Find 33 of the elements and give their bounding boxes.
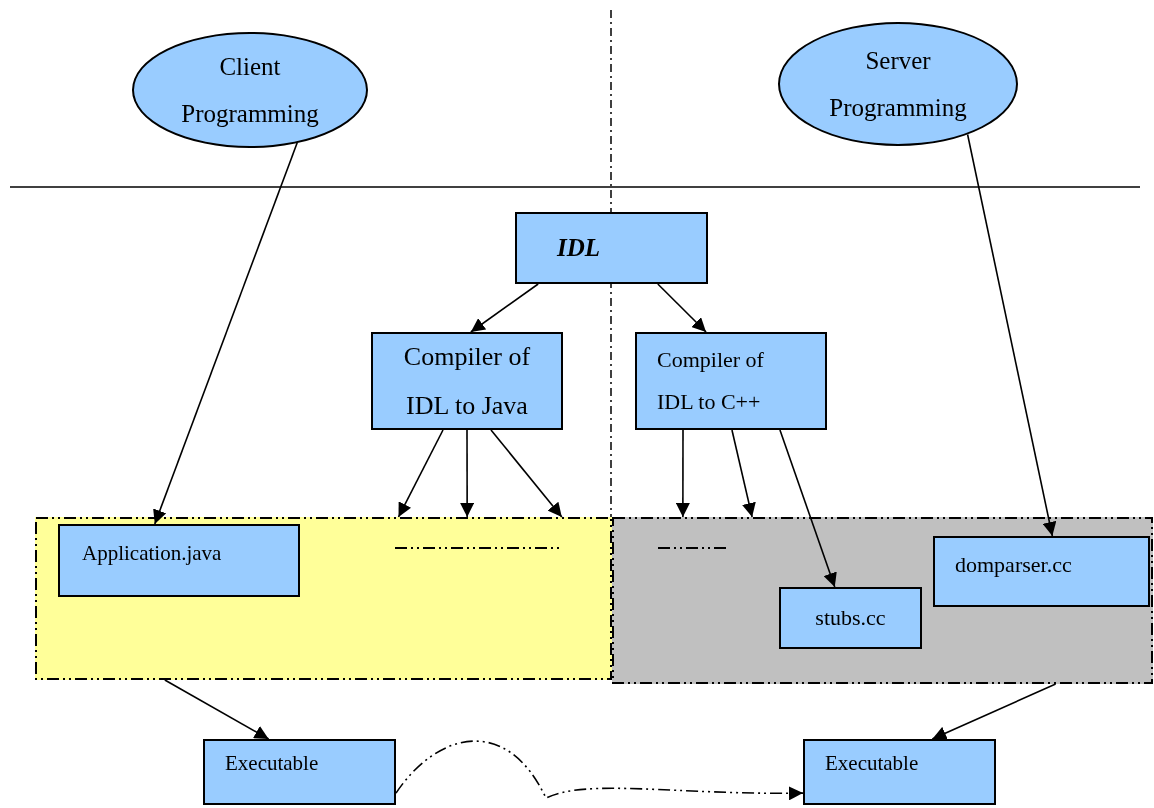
arrow	[675, 429, 690, 518]
node-label: Client Programming	[180, 51, 320, 129]
node-label: domparser.cc	[955, 550, 1072, 579]
process-box	[803, 739, 996, 805]
process-box	[203, 739, 396, 805]
arrow	[931, 683, 1057, 740]
node-label: IDL	[557, 233, 601, 264]
node-label: stubs.cc	[815, 604, 886, 633]
arrow	[490, 429, 563, 518]
process-box	[779, 587, 922, 649]
arrow	[966, 133, 1057, 537]
process-box	[635, 332, 827, 430]
node-label: Compiler of IDL to C++	[657, 346, 765, 416]
arrow	[395, 740, 804, 801]
region-area	[612, 517, 1153, 684]
node-label: Executable	[825, 750, 919, 778]
node-label: Executable	[225, 750, 319, 778]
node-label: Server Programming	[828, 45, 968, 123]
arrow	[460, 429, 475, 518]
region-area	[35, 517, 612, 680]
arrow	[470, 283, 539, 333]
arrow	[153, 142, 298, 525]
arrow	[164, 679, 270, 740]
arrow	[397, 429, 444, 518]
arrow	[657, 283, 707, 333]
process-box	[515, 212, 708, 284]
process-box	[58, 524, 300, 597]
node-label: Application.java	[82, 539, 222, 567]
arrow	[779, 429, 837, 588]
process-box	[933, 536, 1150, 607]
node-label: Compiler of IDL to Java	[402, 340, 532, 422]
process-box	[371, 332, 563, 430]
arrow	[731, 429, 756, 518]
